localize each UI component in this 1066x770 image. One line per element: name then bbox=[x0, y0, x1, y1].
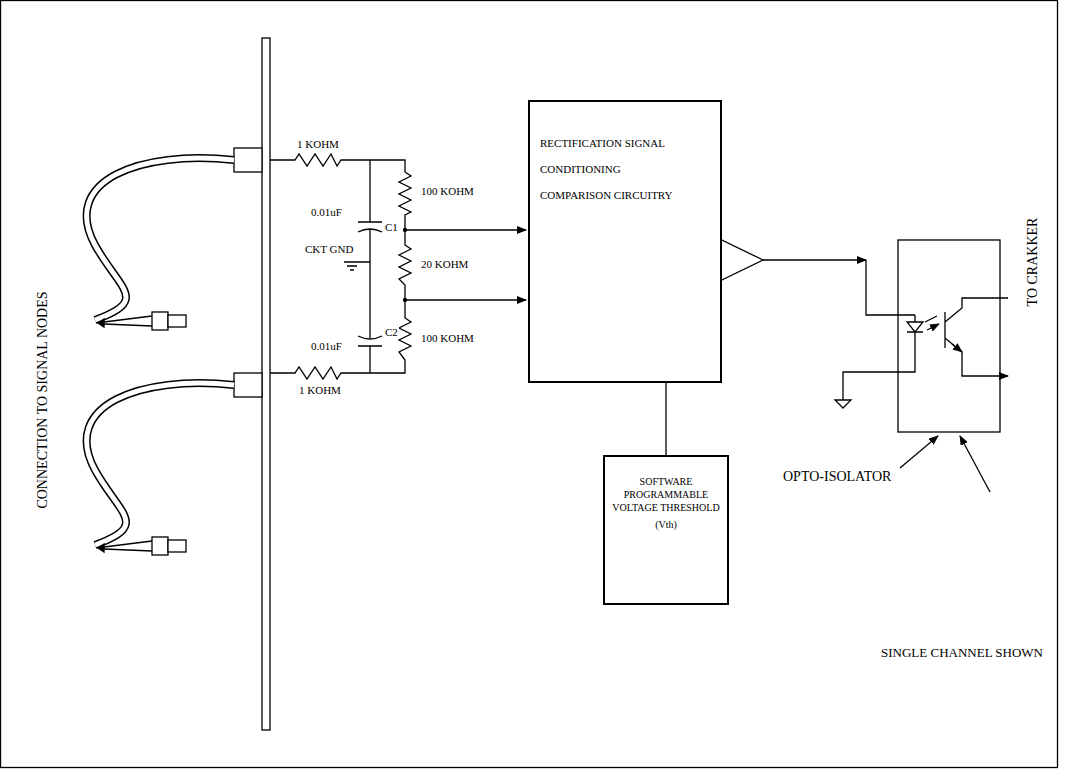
component-label: 1 KOHM bbox=[298, 384, 342, 397]
component-label: 0.01uF bbox=[310, 340, 343, 353]
threshold-box: SOFTWARE PROGRAMMABLE VOLTAGE THRESHOLD(… bbox=[603, 455, 729, 605]
component-label: 0.01uF bbox=[310, 206, 343, 219]
node-text: SOFTWARE PROGRAMMABLE VOLTAGE THRESHOLD bbox=[605, 457, 727, 514]
vertical-label: TO CRAKKER bbox=[1024, 161, 1042, 363]
node-text: RECTIFICATION SIGNAL CONDITIONING COMPAR… bbox=[540, 130, 690, 208]
component-label: CKT GND bbox=[304, 243, 354, 256]
component-label: 100 KOHM bbox=[420, 185, 475, 198]
component-label: SINGLE CHANNEL SHOWN bbox=[880, 644, 1044, 661]
input-network bbox=[270, 154, 526, 379]
component-label: 20 KOHM bbox=[420, 258, 469, 271]
panel-connector bbox=[234, 148, 262, 172]
component-label: C1 bbox=[384, 221, 399, 234]
vertical-label: CONNECTION TO SIGNAL NODES bbox=[34, 209, 52, 591]
panel-bar bbox=[262, 38, 270, 730]
circuitry-box: RECTIFICATION SIGNAL CONDITIONING COMPAR… bbox=[528, 100, 722, 383]
component-label: 1 KOHM bbox=[296, 138, 340, 151]
probe-cable bbox=[87, 158, 234, 545]
connector-line bbox=[665, 383, 666, 455]
opto-isolator-symbol bbox=[835, 240, 1008, 432]
probe-clip bbox=[98, 312, 186, 555]
panel-connector bbox=[234, 373, 262, 397]
leader-line bbox=[900, 436, 938, 468]
leader-line bbox=[960, 436, 990, 492]
node-text: (Vth) bbox=[605, 514, 727, 531]
ground-symbol bbox=[344, 262, 370, 270]
component-label: C2 bbox=[384, 326, 399, 339]
component-label: 100 KOHM bbox=[420, 332, 475, 345]
component-label: OPTO-ISOLATOR bbox=[782, 468, 892, 486]
